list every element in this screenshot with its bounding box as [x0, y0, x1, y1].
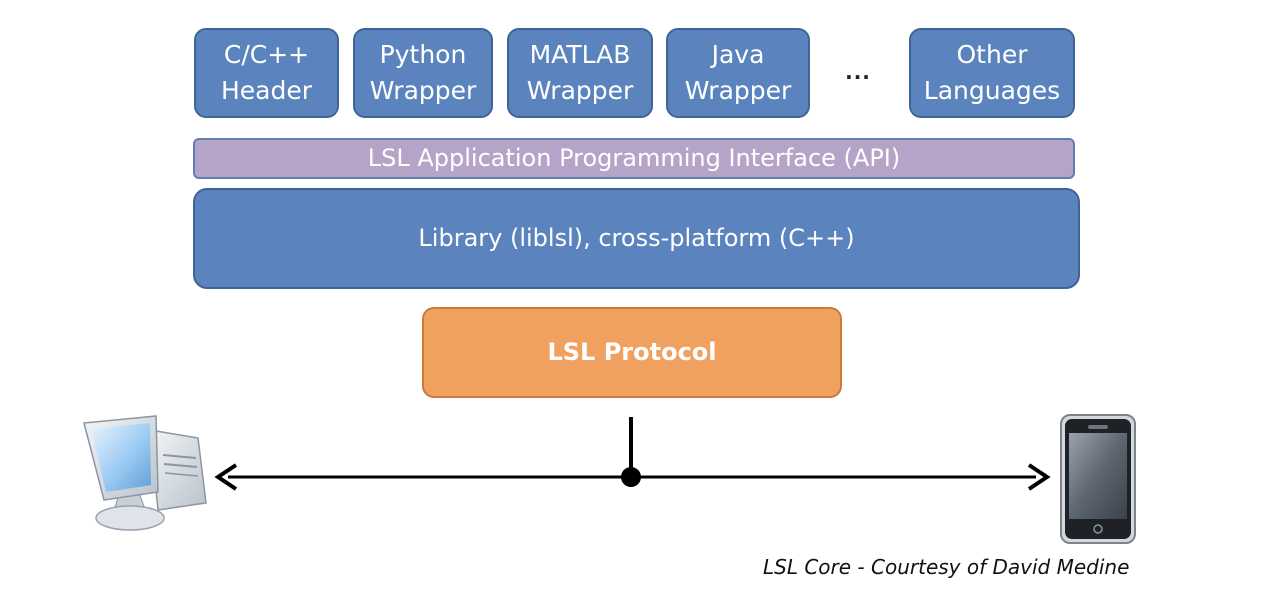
wrapper-label-line1: Other: [956, 40, 1028, 69]
wrapper-label-line1: MATLAB: [529, 40, 631, 69]
left-arrowhead: [214, 463, 238, 491]
api-layer: LSL Application Programming Interface (A…: [193, 138, 1075, 179]
wrapper-box-other-languages: Other Languages: [909, 28, 1075, 118]
junction-dot: [621, 467, 641, 487]
smartphone-icon: [1060, 414, 1136, 544]
network-connection: [83, 414, 1136, 544]
wrapper-box-cpp-header: C/C++ Header: [194, 28, 339, 118]
library-layer: Library (liblsl), cross-platform (C++): [193, 188, 1080, 289]
wrapper-label-line1: Python: [379, 40, 467, 69]
wrapper-label-line2: Languages: [923, 76, 1061, 105]
wrapper-label-line2: Header: [220, 76, 313, 105]
wrapper-box-python: Python Wrapper: [353, 28, 493, 118]
wrapper-label-line1: Java: [711, 40, 765, 69]
right-arrowhead: [1027, 463, 1051, 491]
wrapper-label-line2: Wrapper: [526, 76, 634, 105]
wrapper-label-line1: C/C++: [223, 40, 310, 69]
wrapper-box-java: Java Wrapper: [666, 28, 810, 118]
protocol-layer: LSL Protocol: [422, 307, 842, 398]
wrapper-box-matlab: MATLAB Wrapper: [507, 28, 653, 118]
figure-caption: LSL Core - Courtesy of David Medine: [763, 555, 1130, 579]
more-languages-ellipsis: ...: [845, 60, 871, 84]
wrapper-label-line2: Wrapper: [684, 76, 792, 105]
wrapper-label-line2: Wrapper: [369, 76, 477, 105]
desktop-computer-icon: [83, 415, 207, 531]
